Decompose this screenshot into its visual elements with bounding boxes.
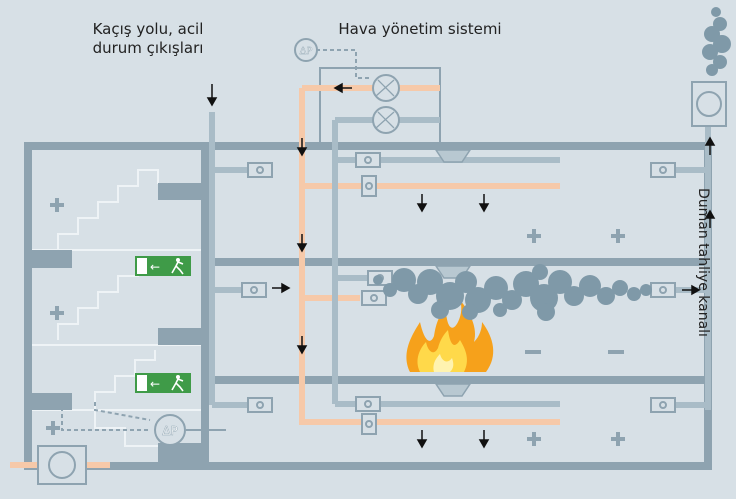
- fan-icon: [37, 445, 87, 485]
- plus-icon: [46, 421, 60, 435]
- pressure-sensor-icon: ΔP: [294, 38, 318, 62]
- arrow-down-icon: [416, 430, 428, 449]
- damper-icon: [650, 397, 676, 413]
- smoke-cloud-icon: [373, 264, 652, 321]
- pressure-sensor-links: [61, 49, 372, 431]
- minus-icon: [525, 350, 541, 354]
- escape-route-label: Kaçış yolu, acil durum çıkışları: [92, 20, 204, 57]
- damper-icon: [355, 396, 381, 412]
- arrow-down-icon: [296, 336, 308, 355]
- ahu-housing: [319, 67, 441, 147]
- damper-icon: [650, 282, 676, 298]
- plus-icon: [50, 306, 64, 320]
- plus-icon: [611, 432, 625, 446]
- smoke-exhaust-cloud: [702, 7, 731, 76]
- arrow-down-icon: [478, 430, 490, 449]
- svg-text:←: ←: [150, 260, 160, 274]
- smoke-detector-icon: [434, 149, 472, 163]
- arrow-left-icon: [333, 82, 352, 94]
- plus-icon: [527, 229, 541, 243]
- damper-icon: [247, 162, 273, 178]
- flame-icon: [406, 300, 494, 372]
- fan-icon: [691, 81, 727, 127]
- hvac-system-label: Hava yönetim sistemi: [338, 20, 502, 38]
- damper-icon: [361, 175, 377, 197]
- damper-icon: [247, 397, 273, 413]
- minus-icon: [608, 350, 624, 354]
- exit-sign-icon: ←: [135, 256, 191, 276]
- arrow-up-icon: [704, 136, 716, 155]
- delta-p-label: ΔP: [162, 424, 177, 438]
- damper-icon: [241, 282, 267, 298]
- arrow-down-icon: [296, 234, 308, 253]
- exit-sign-icon: ←: [135, 373, 191, 393]
- fan-icon: [372, 74, 400, 102]
- damper-icon: [650, 162, 676, 178]
- landing-blocks: [32, 183, 202, 463]
- arrow-right-icon: [272, 282, 291, 294]
- damper-icon: [355, 152, 381, 168]
- damper-icon: [361, 290, 387, 306]
- pressure-plus-icons: [46, 198, 625, 446]
- escape-duct: [209, 112, 248, 408]
- smoke-detector-icon: [434, 383, 472, 397]
- svg-text:←: ←: [150, 377, 160, 391]
- flow-arrows: [206, 82, 716, 449]
- damper-icon: [361, 413, 377, 435]
- smoke-duct-label: Duman tahliye kanalı: [695, 188, 711, 337]
- arrow-down-icon: [416, 194, 428, 213]
- plus-icon: [527, 432, 541, 446]
- minus-icons: [525, 350, 624, 354]
- plus-icon: [611, 229, 625, 243]
- arrow-down-icon: [206, 84, 218, 107]
- fan-icon: [372, 106, 400, 134]
- pressure-sensor-icon: ΔP: [154, 414, 186, 446]
- arrow-down-icon: [296, 138, 308, 157]
- arrow-down-icon: [478, 194, 490, 213]
- dampers: [241, 152, 676, 435]
- plus-icon: [50, 198, 64, 212]
- delta-p-label: ΔP: [300, 46, 313, 57]
- arrow-up-icon: [704, 209, 716, 228]
- arrow-right-icon: [682, 284, 701, 296]
